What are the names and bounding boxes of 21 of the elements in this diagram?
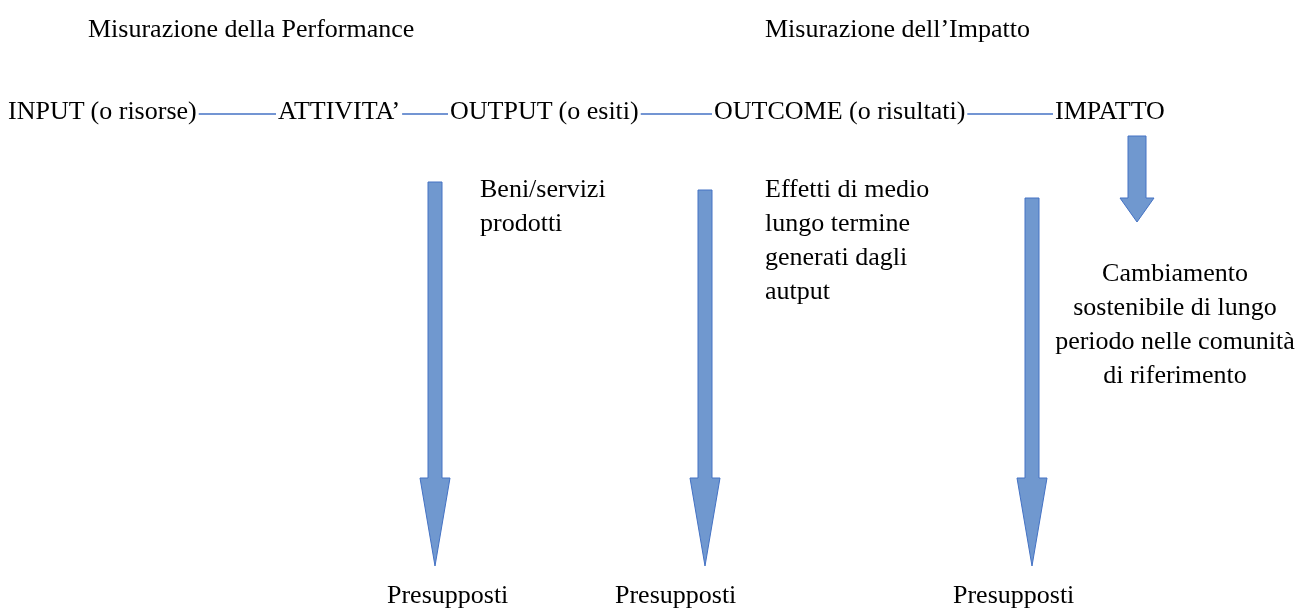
- connector-line: [639, 113, 713, 115]
- node-text: OUTCOME (o risultati): [714, 94, 966, 128]
- node-text: Cambiamento sostenibile di lungo periodo nelle comunità di riferimento: [1052, 256, 1298, 392]
- block-arrow: [1119, 135, 1155, 223]
- node-text: Presupposti: [953, 578, 1075, 610]
- connector-line: [966, 113, 1054, 115]
- node-text: INPUT (o risorse): [8, 94, 197, 128]
- node-text: Presupposti: [387, 578, 509, 610]
- text-label: Beni/servizi prodotti: [480, 173, 607, 239]
- node-text: Presupposti: [615, 578, 737, 610]
- text-label: Misurazione della Performance: [88, 13, 415, 45]
- block-arrow: [1016, 197, 1048, 567]
- node-text: IMPATTO: [1055, 94, 1165, 128]
- connector-line: [401, 113, 449, 115]
- connector-line: [197, 113, 277, 115]
- node-text: OUTPUT (o esiti): [450, 94, 639, 128]
- text-label: Misurazione dell’Impatto: [765, 13, 1030, 45]
- text-label: Effetti di medio lungo termine generati dagli autput: [765, 173, 931, 307]
- node-text: ATTIVITA’: [278, 94, 401, 128]
- block-arrow: [689, 189, 721, 567]
- block-arrow: [419, 181, 451, 567]
